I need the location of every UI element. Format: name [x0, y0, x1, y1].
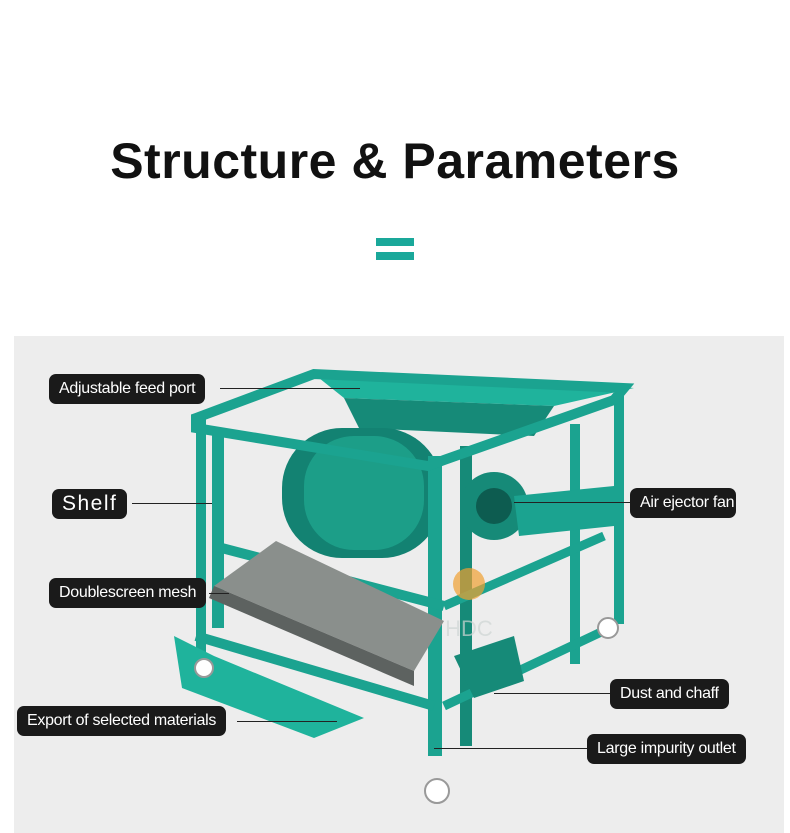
- leader-line: [237, 721, 337, 722]
- divider-bar-bottom: [376, 252, 414, 260]
- label-export-of-selected-materials: Export of selected materials: [17, 706, 227, 736]
- leader-line: [494, 693, 610, 694]
- watermark-text: HDC: [445, 616, 493, 641]
- screen-mesh: [214, 541, 444, 671]
- leader-line: [132, 503, 212, 504]
- leader-line: [434, 748, 594, 749]
- label-doublescreen-mesh: Doublescreen mesh: [49, 578, 207, 608]
- page-title: Structure & Parameters: [110, 133, 680, 189]
- wheel: [194, 658, 214, 678]
- watermark-logo: [453, 568, 485, 600]
- label-large-impurity-outlet: Large impurity outlet: [587, 734, 746, 764]
- label-shelf: Shelf: [52, 489, 128, 519]
- wheel: [424, 778, 450, 804]
- label-adjustable-feed-port: Adjustable feed port: [49, 374, 206, 404]
- equals-divider-icon: [376, 238, 414, 261]
- export-chute: [174, 636, 364, 738]
- machine-photo: HDC Adjustable feed port Shelf Doublescr…: [14, 336, 784, 833]
- wheel: [597, 617, 619, 639]
- leader-line: [220, 388, 360, 389]
- divider-bar-top: [376, 238, 414, 246]
- label-air-ejector-fan: Air ejector fan: [630, 488, 737, 518]
- leader-line: [514, 502, 632, 503]
- grain-cleaner-machine-illustration: HDC: [174, 368, 635, 804]
- label-dust-and-chaff: Dust and chaff: [610, 679, 729, 709]
- dust-chute: [454, 636, 524, 698]
- leader-line: [209, 593, 229, 594]
